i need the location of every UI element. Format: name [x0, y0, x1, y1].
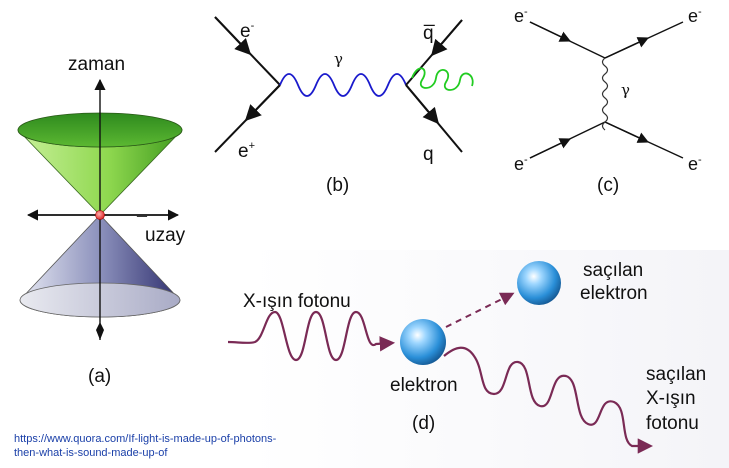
electron-out-2-label: e-	[688, 154, 702, 174]
scattered-electron-path	[445, 292, 515, 328]
panel-b-label: (b)	[326, 175, 349, 196]
space-axis-label: uzay	[145, 225, 186, 246]
electron-in-1-label: e-	[514, 6, 528, 26]
panel-d-background	[250, 250, 729, 468]
electron-out-1-label: e-	[688, 6, 702, 26]
scattered-photon-label-2: X-ışın	[646, 388, 696, 409]
electron-in-2-label: e-	[514, 154, 528, 174]
source-url-line-2[interactable]: then-what-is-sound-made-up-of	[14, 447, 168, 459]
time-axis-tail-icon	[96, 322, 104, 340]
quark-label: q	[423, 144, 434, 165]
panel-d-label: (d)	[412, 413, 435, 434]
photon-label: γ	[334, 50, 343, 68]
incoming-xray-wave	[227, 310, 396, 362]
panel-a-light-cone: zaman ¯ uzay (a)	[17, 54, 186, 387]
antiquark-bar: _	[423, 6, 435, 27]
photon-propagator	[279, 73, 407, 97]
scattered-photon-label-1: saçılan	[646, 364, 706, 385]
panel-c-feynman-scattering: e- e- e- e- γ (c)	[514, 6, 702, 196]
scattered-electron-label-2: elektron	[580, 283, 648, 304]
panel-c-label: (c)	[597, 175, 619, 196]
scattered-electron	[517, 261, 561, 305]
panel-a-label: (a)	[88, 366, 111, 387]
positron-in-label: e+	[238, 140, 255, 162]
panel-d-compton-scattering: X-ışın fotonu elektron saçılan elektron …	[227, 250, 729, 468]
photon-exchange-label: γ	[621, 81, 630, 99]
electron-in-label: e-	[240, 20, 255, 42]
time-axis-label: zaman	[68, 54, 125, 75]
incoming-photon-label: X-ışın fotonu	[243, 291, 351, 312]
scattered-photon-label-3: fotonu	[646, 413, 699, 434]
antiquark-label: q	[423, 23, 434, 44]
event-origin-dot	[95, 210, 105, 220]
panel-b-feynman-annihilation: e- e+ γ _ q q (b)	[214, 6, 474, 196]
gluon-emission	[411, 67, 474, 91]
source-url-line-1[interactable]: https://www.quora.com/If-light-is-made-u…	[14, 433, 277, 445]
target-electron-label: elektron	[390, 375, 458, 396]
scattered-xray-wave	[443, 346, 654, 454]
scattered-electron-label-1: saçılan	[583, 260, 643, 281]
space-axis-mark: ¯	[136, 214, 148, 234]
photon-exchange	[601, 57, 609, 131]
source-credit: https://www.quora.com/If-light-is-made-u…	[14, 433, 277, 459]
target-electron	[400, 319, 446, 365]
